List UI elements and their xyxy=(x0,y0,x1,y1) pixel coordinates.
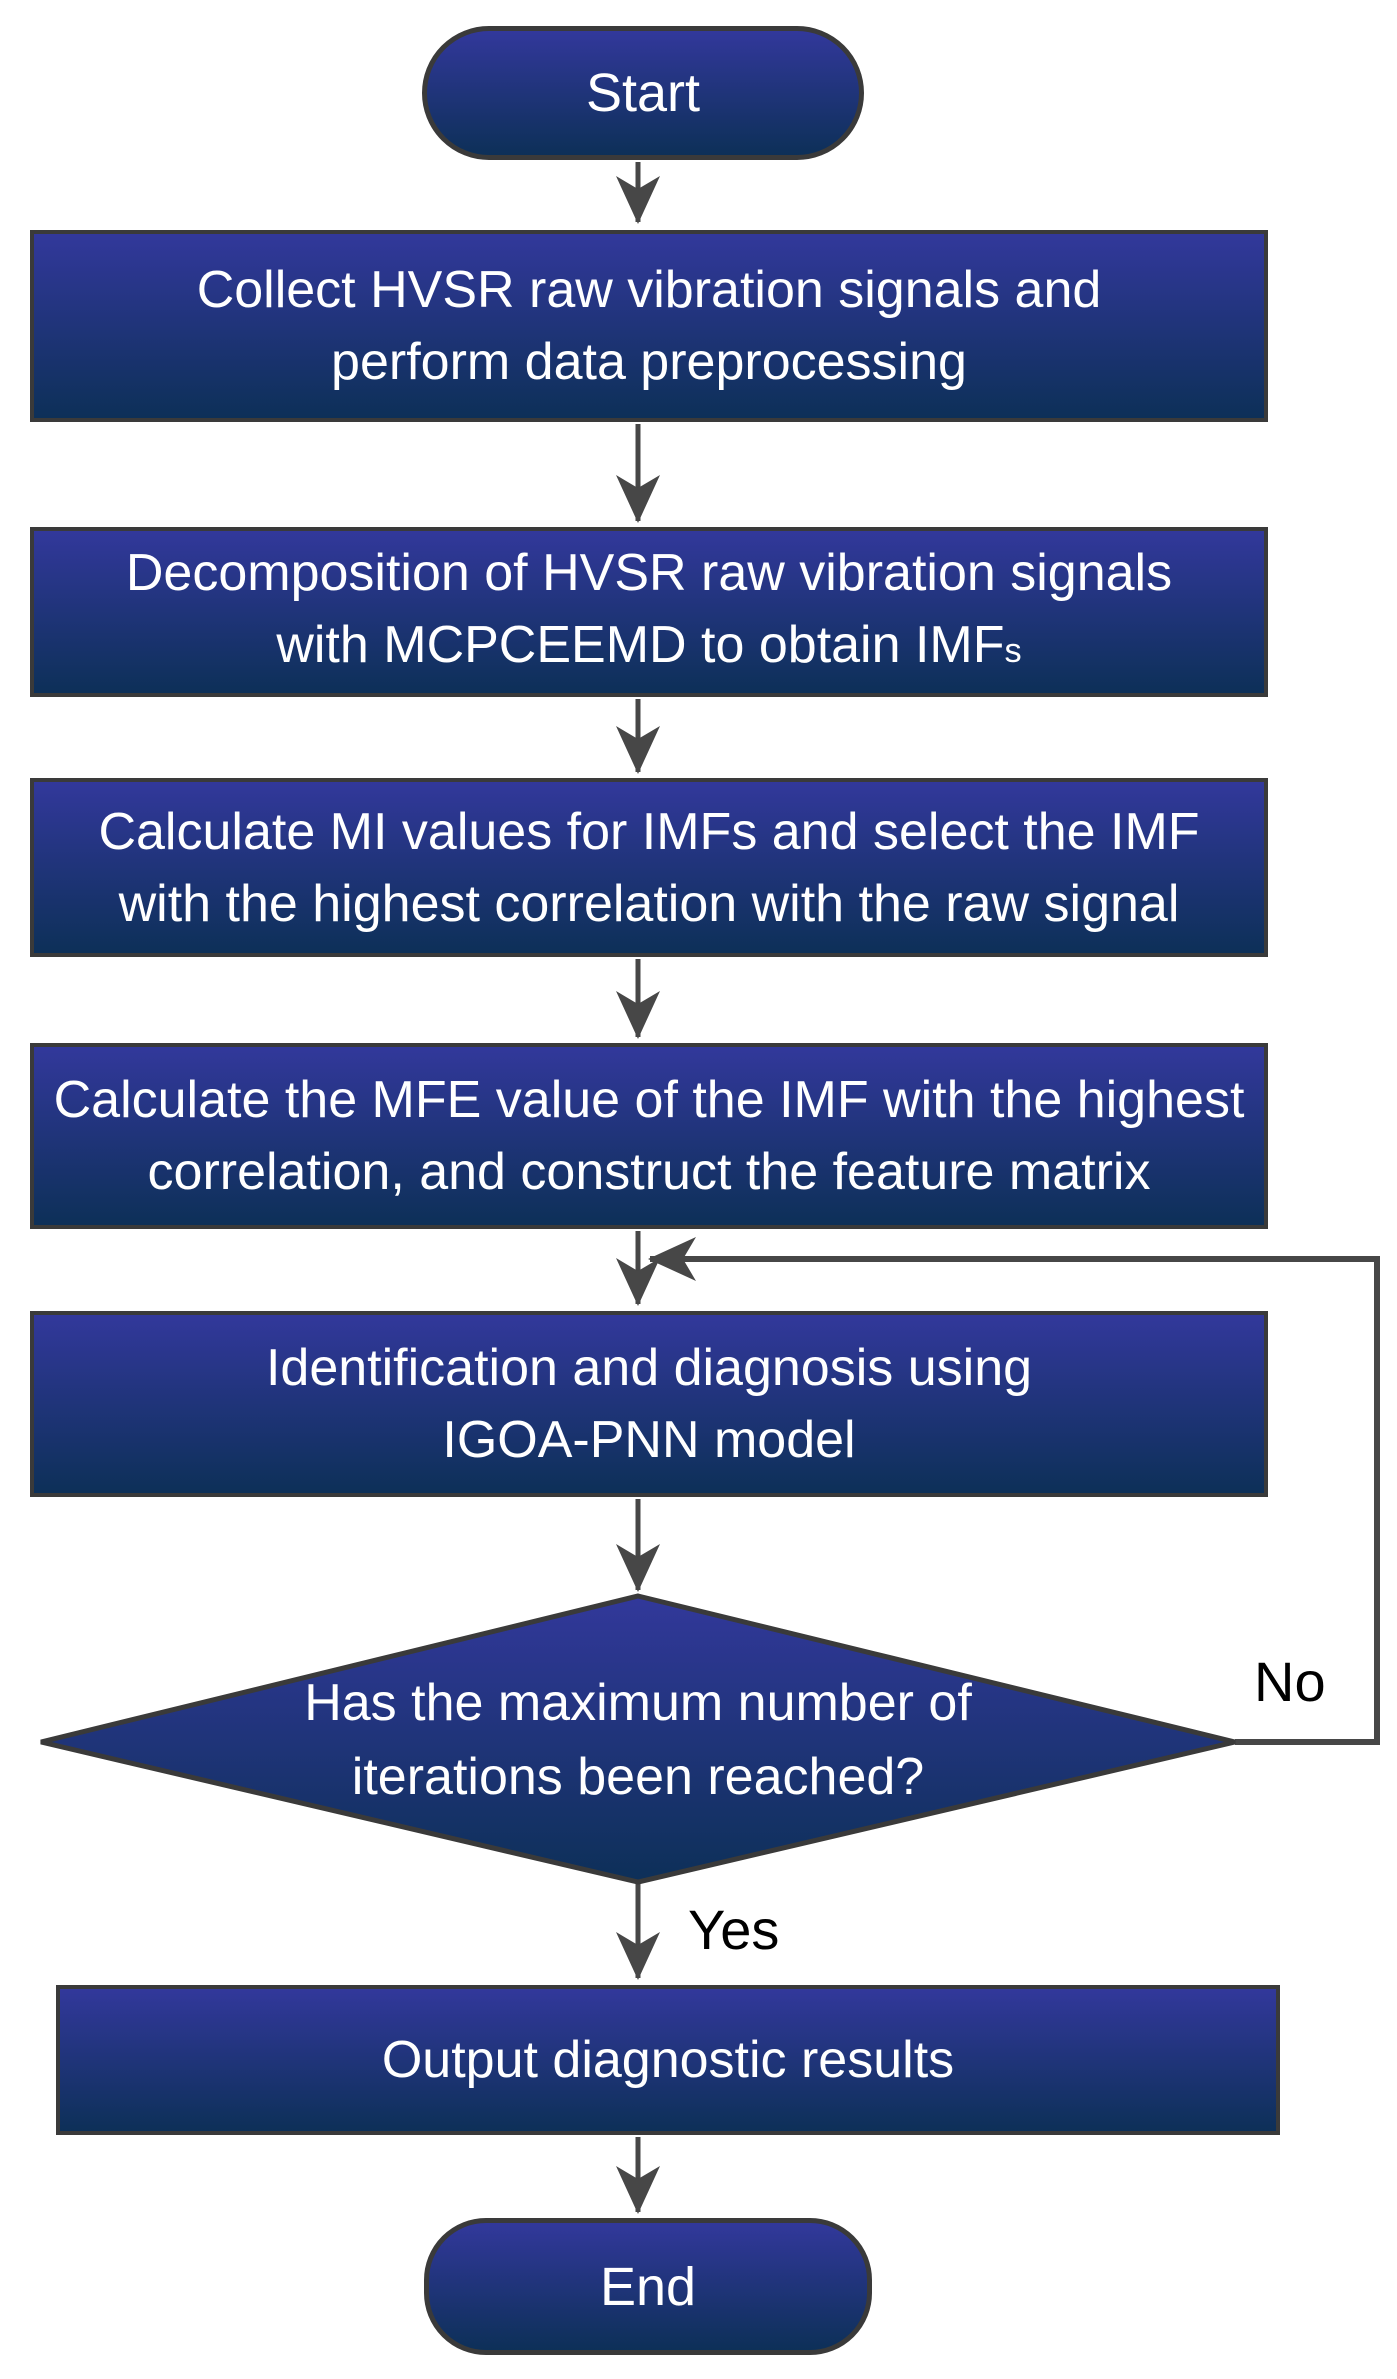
process-text-line: Calculate the MFE value of the IMF with … xyxy=(53,1071,1245,1129)
process-text-line: Identification and diagnosis using xyxy=(265,1339,1033,1397)
start-label: Start xyxy=(585,63,701,123)
imf-subscript: s xyxy=(1004,632,1022,670)
start-node: Start xyxy=(422,26,864,160)
process-collect-signals: Collect HVSR raw vibration signals and p… xyxy=(30,230,1268,422)
end-label: End xyxy=(599,2256,697,2317)
process-text-line: correlation, and construct the feature m… xyxy=(147,1143,1151,1201)
process-text-line: Decomposition of HVSR raw vibration sign… xyxy=(125,544,1173,602)
process-decompose-mcpceemd: Decomposition of HVSR raw vibration sign… xyxy=(30,527,1268,697)
process-calculate-mfe: Calculate the MFE value of the IMF with … xyxy=(30,1043,1268,1229)
process-text-line: IGOA-PNN model xyxy=(442,1411,856,1469)
process-text-line: with the highest correlation with the ra… xyxy=(118,874,1180,933)
process-igoa-pnn: Identification and diagnosis using IGOA-… xyxy=(30,1311,1268,1497)
decision-diamond xyxy=(40,1593,1236,1885)
feedback-loop-no xyxy=(648,1237,1380,1745)
process-output-results: Output diagnostic results xyxy=(56,1985,1280,2135)
process-text-line: Output diagnostic results xyxy=(381,2031,955,2089)
yes-branch-label: Yes xyxy=(688,1898,780,1961)
no-branch-label: No xyxy=(1254,1650,1326,1713)
process-text-line: Collect HVSR raw vibration signals and xyxy=(196,261,1102,319)
process-text-segment: with MCPCEEMD to obtain IMF xyxy=(276,616,1005,674)
process-calculate-mi: Calculate MI values for IMFs and select … xyxy=(30,778,1268,957)
process-text-line: with MCPCEEMD to obtain IMFs xyxy=(276,609,1021,687)
process-text-line: Calculate MI values for IMFs and select … xyxy=(98,802,1200,861)
process-text-line: perform data preprocessing xyxy=(331,333,967,391)
end-node: End xyxy=(424,2218,872,2355)
